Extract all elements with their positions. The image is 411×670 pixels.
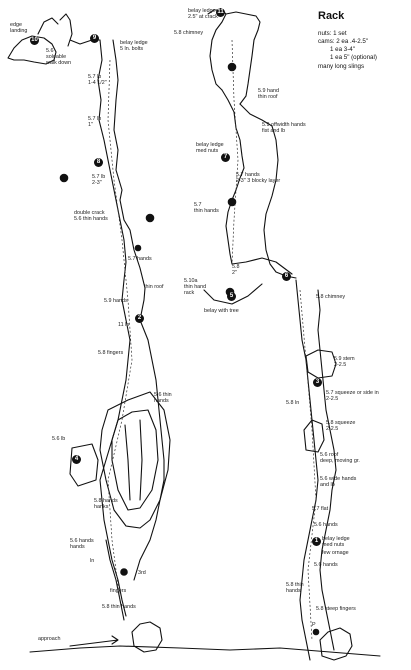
pillar-block bbox=[99, 391, 171, 529]
ground-line bbox=[29, 645, 381, 657]
label-small-58: 5.8 ln bbox=[286, 400, 300, 406]
label-double-crack: double crack 5.6 thin hands bbox=[74, 210, 108, 222]
label-pitch-57-hands: 5.7 hands bbox=[128, 256, 152, 262]
tree-icon bbox=[227, 62, 237, 72]
right-block-upper bbox=[305, 349, 337, 379]
center-right-edge bbox=[239, 103, 297, 279]
rack-line-cams-optional: 1 ea 5" (optional) bbox=[330, 54, 377, 61]
label-few-nudes: few ornage bbox=[322, 550, 349, 556]
belay-marker: 2 bbox=[135, 314, 144, 323]
bottom-right-rock bbox=[319, 627, 353, 661]
tree-icon bbox=[59, 173, 69, 183]
bottom-left-rock bbox=[131, 621, 163, 653]
top-left-edge bbox=[37, 17, 59, 35]
left-lower-wall bbox=[105, 539, 125, 621]
route-line-left bbox=[107, 59, 133, 601]
rack-line-cams: cams: 2 ea .4-2.5" bbox=[318, 38, 369, 45]
label-belay-with-tree: belay with tree bbox=[204, 308, 239, 314]
belay-marker: 1 bbox=[312, 537, 321, 546]
right-formation-right bbox=[317, 289, 337, 651]
approach-arrow bbox=[69, 635, 119, 647]
center-crack-main bbox=[221, 89, 245, 265]
label-pitch-hands: 5.7 hands 2-3" 3 blocky layer bbox=[236, 172, 281, 184]
label-11-ln: 11 ln bbox=[118, 322, 130, 328]
label-edges: edge landing bbox=[10, 22, 28, 34]
right-block-mid bbox=[303, 419, 325, 453]
label-pitch-57-thin: 5.7 thin hands bbox=[194, 202, 219, 214]
label-approach: approach bbox=[38, 636, 61, 642]
label-pitch-58-hands-left: 5.8 hands hanks bbox=[94, 498, 118, 510]
belay-marker: 5 bbox=[227, 292, 236, 301]
tree-icon bbox=[312, 628, 320, 636]
tree-icon bbox=[227, 197, 237, 207]
center-top-right bbox=[225, 11, 261, 105]
label-belay-upper-left: belay ledge 5 ln. bolts bbox=[120, 40, 148, 52]
belay-marker: 11 bbox=[216, 8, 225, 17]
center-top-left bbox=[207, 9, 227, 91]
rack-line-nuts: nuts: 1 set bbox=[318, 30, 347, 37]
belay-marker: 10 bbox=[30, 36, 39, 45]
label-belay-mid: belay ledge med nuts bbox=[196, 142, 224, 154]
label-belay-top: belay ledge 2.5" at crack bbox=[188, 8, 218, 20]
label-pitch-56-lb: 5.6 lb bbox=[52, 436, 66, 442]
left-block bbox=[69, 443, 99, 487]
label-pitch-58-steep: 5.8 steep fingers bbox=[316, 606, 356, 612]
pillar-crack bbox=[124, 424, 131, 501]
label-pitch-58-fingers: 5.8 fingers bbox=[98, 350, 124, 356]
label-pitch-59-offwidth: 5.9 offwidth hands fist and lb bbox=[262, 122, 306, 134]
rack-line-cams-big: 1 ea 3-4" bbox=[330, 46, 355, 53]
left-wall-outline bbox=[97, 39, 131, 617]
label-belay-med: belay ledge med nuts bbox=[322, 536, 350, 548]
label-pitch-58-thin-bottom: 5.8 thin hands bbox=[102, 604, 136, 610]
pillar-crack-2 bbox=[139, 419, 143, 501]
rack-title: Rack bbox=[318, 10, 345, 22]
belay-marker: 4 bbox=[72, 455, 81, 464]
label-pitch-58-squeeze: 5.8 squeeze 2-2.5 bbox=[326, 420, 356, 432]
belay-marker: 7 bbox=[221, 153, 230, 162]
label-pitch-56-hands-b: 5.6 hands bbox=[314, 562, 338, 568]
label-pitch-57-mid: 5.7 lb 2-3" bbox=[92, 174, 106, 186]
label-pitch-56-thin: 5.6 thin hands bbox=[154, 392, 172, 404]
label-fingers: fingers bbox=[110, 588, 127, 594]
belay-marker: 9 bbox=[90, 34, 99, 43]
right-formation-left bbox=[295, 279, 319, 661]
label-rap-walkdown: 5.6 soloable walk down bbox=[46, 48, 72, 66]
label-thin-roof: thin roof bbox=[144, 284, 164, 290]
traverse-line bbox=[231, 257, 293, 275]
label-pitch-510a: 5.10a thin hand rack bbox=[184, 278, 207, 296]
label-pitch-56-face: 5.6 hands hands bbox=[70, 538, 94, 550]
belay-marker: 3 bbox=[313, 378, 322, 387]
label-pitch-59-stem: 5.9 stem 2-2.5 bbox=[334, 356, 355, 368]
route-line-center bbox=[231, 39, 239, 265]
label-pitch-57-offwidth: 5.7 squeeze or side in 2-2.5 bbox=[326, 390, 379, 402]
label-pitch-58-2: 5.8 2" bbox=[232, 264, 240, 276]
belay-marker: 8 bbox=[94, 158, 103, 167]
label-pitch-57b: 5.7 lb 1" bbox=[88, 116, 102, 128]
belay-tree-ledge bbox=[203, 283, 263, 305]
tree-icon bbox=[120, 568, 128, 576]
top-left-formation bbox=[7, 35, 57, 65]
label-ln: ln bbox=[90, 558, 95, 564]
label-pitch-58-chimney: 5.8 chimney bbox=[316, 294, 346, 300]
label-pitch-59-hands: 5.9 hands bbox=[104, 298, 128, 304]
label-pitch-57: 5.7 lb 1-4 1/2" bbox=[88, 74, 107, 86]
label-pitch-57-flat: 5.7 flat bbox=[312, 506, 329, 512]
pillar-inner bbox=[111, 409, 159, 511]
label-pitch-58-thin-hands: 5.8 thin hands bbox=[286, 582, 304, 594]
label-chimney-top: 5.8 chimney bbox=[174, 30, 204, 36]
label-3rd: 3rd bbox=[138, 570, 146, 576]
label-pitch-56-hands: 5.6 hands bbox=[314, 522, 338, 528]
label-pitch-59-roof: 5.9 hand thin roof bbox=[258, 88, 279, 100]
tree-icon bbox=[134, 244, 142, 252]
tree-icon bbox=[145, 213, 155, 223]
route-line-right bbox=[299, 289, 317, 641]
left-wall-right-edge bbox=[112, 39, 165, 581]
rack-line-slings: many long slings bbox=[318, 63, 365, 70]
label-p: P bbox=[312, 622, 316, 628]
belay-marker: 6 bbox=[282, 272, 291, 281]
label-pitch-roof: 5.6 roof deep, moving gr. bbox=[320, 452, 360, 464]
label-pitch-56-wide: 5.6 wide hands and lb bbox=[320, 476, 357, 488]
top-left-spire bbox=[59, 13, 73, 47]
